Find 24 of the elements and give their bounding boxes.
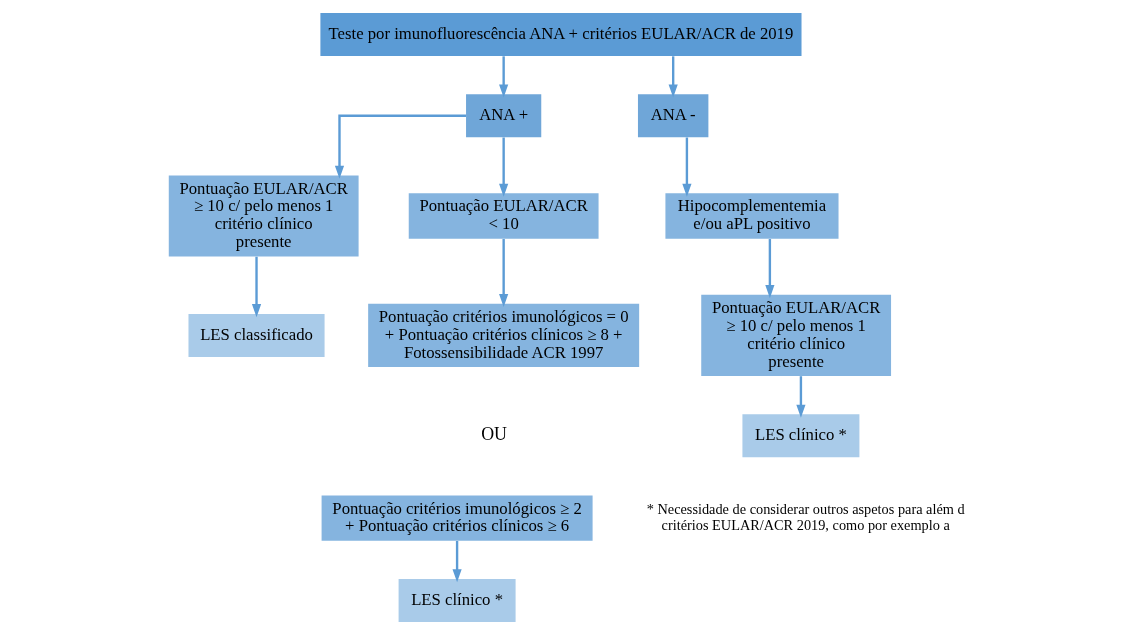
arrow [499,137,509,197]
arrow [682,137,692,197]
node-box: Pontuação EULAR/ACR < 10 [408,193,599,239]
label: * Necessidade de considerar outros aspetos para além d critérios EULAR/ACR 2019, como por exemplo a [646,501,965,533]
label: OU [481,423,508,444]
node-box: Pontuação EULAR/ACR ≥ 10 c/ pelo menos 1 critério clínico presente [168,175,359,257]
node-box: Hipocomplementemia e/ou aPL positivo [665,193,839,239]
node-box: LES clínico * [742,414,860,458]
arrow [668,56,678,98]
arrow [452,541,462,583]
node-box: Pontuação critérios imunológicos ≥ 2 + Pontuação critérios clínicos ≥ 6 [321,495,593,541]
node-box: LES classificado [188,313,325,357]
arrow [334,114,466,179]
arrow [499,56,509,98]
node-box: Teste por imunofluorescência ANA + critérios EULAR/ACR de 2019 [320,13,802,57]
node-box: LES clínico * [398,578,516,622]
arrow [796,376,806,418]
arrow [251,256,262,318]
arrow [765,239,775,299]
node-box: ANA + [466,94,542,138]
node-box: Pontuação EULAR/ACR ≥ 10 c/ pelo menos 1 critério clínico presente [701,294,892,376]
arrow [499,239,509,308]
node-box: ANA - [637,94,709,138]
node-box: Pontuação critérios imunológicos = 0 + Pontuação critérios clínicos ≥ 8 + Fotossensibilidade ACR 1997 [368,303,640,368]
